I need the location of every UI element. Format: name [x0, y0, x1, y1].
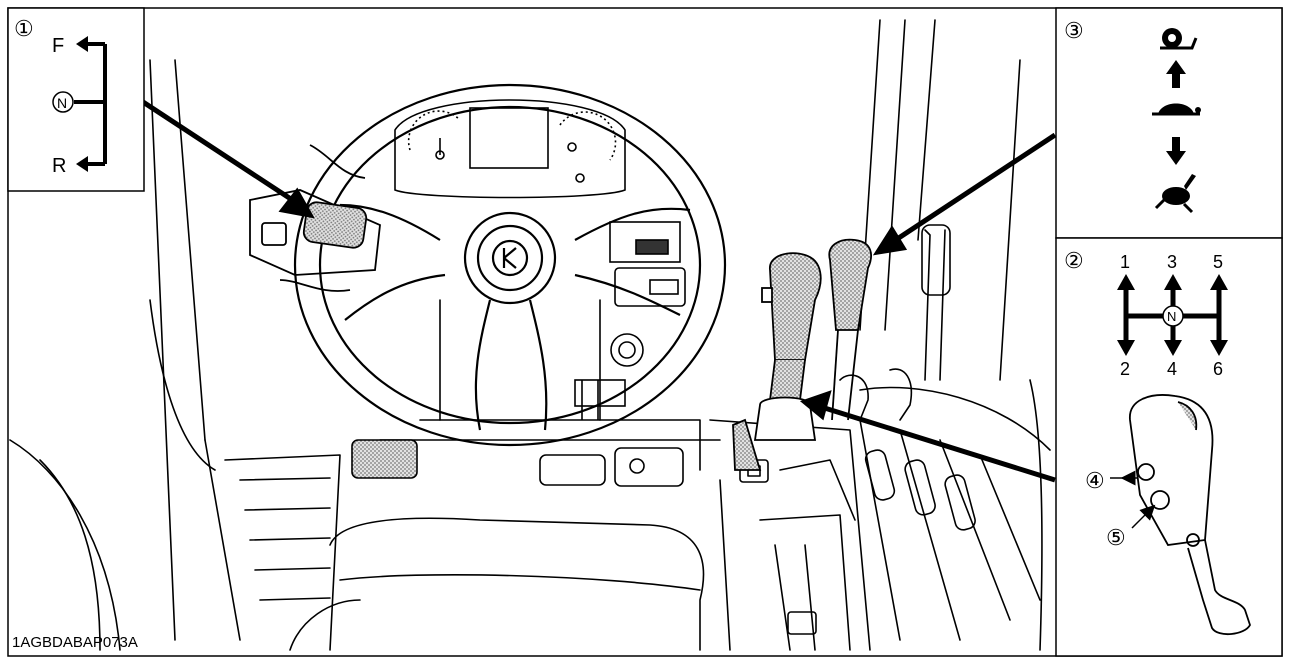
gear-3-label: 3 [1167, 252, 1177, 272]
main-gear-lever [732, 252, 822, 471]
shuttle-forward-label: F [52, 35, 64, 57]
callout-3: ③ [1064, 18, 1084, 43]
arrow-up-icon [1166, 60, 1186, 88]
shuttle-pattern-panel [7, 7, 145, 192]
gear-neutral-label: N [1167, 309, 1176, 324]
arrow-down-icon [1166, 137, 1186, 165]
gear-knob-detail [1110, 394, 1251, 635]
shuttle-neutral-label: N [57, 95, 67, 111]
shuttle-reverse-label: R [52, 155, 66, 177]
gear-4-label: 4 [1167, 359, 1177, 379]
instrument-panel [394, 99, 686, 420]
steering-wheel [293, 83, 727, 447]
gear-pattern-panel [1055, 237, 1283, 657]
pointer-arrows [138, 97, 1057, 483]
callout-1: ① [14, 16, 34, 41]
snail-icon [1160, 28, 1198, 50]
figure-code: 1AGBDABAP073A [12, 634, 138, 651]
gear-1-label: 1 [1120, 252, 1130, 272]
callout-2: ② [1064, 248, 1084, 273]
labels: ① F N R ③ ② 1 3 5 2 4 6 N ④ ⑤ [14, 16, 1223, 550]
shuttle-lever [249, 144, 381, 292]
gear-5-label: 5 [1213, 252, 1223, 272]
gear-2-label: 2 [1120, 359, 1130, 379]
callout-5: ⑤ [1106, 525, 1126, 550]
range-gear-lever [828, 238, 872, 421]
turtle-icon [1152, 103, 1201, 116]
rabbit-icon [1154, 174, 1196, 214]
cab-drawing [9, 19, 1051, 651]
callout-4: ④ [1085, 468, 1105, 493]
range-panel [1055, 7, 1283, 239]
gear-6-label: 6 [1213, 359, 1223, 379]
